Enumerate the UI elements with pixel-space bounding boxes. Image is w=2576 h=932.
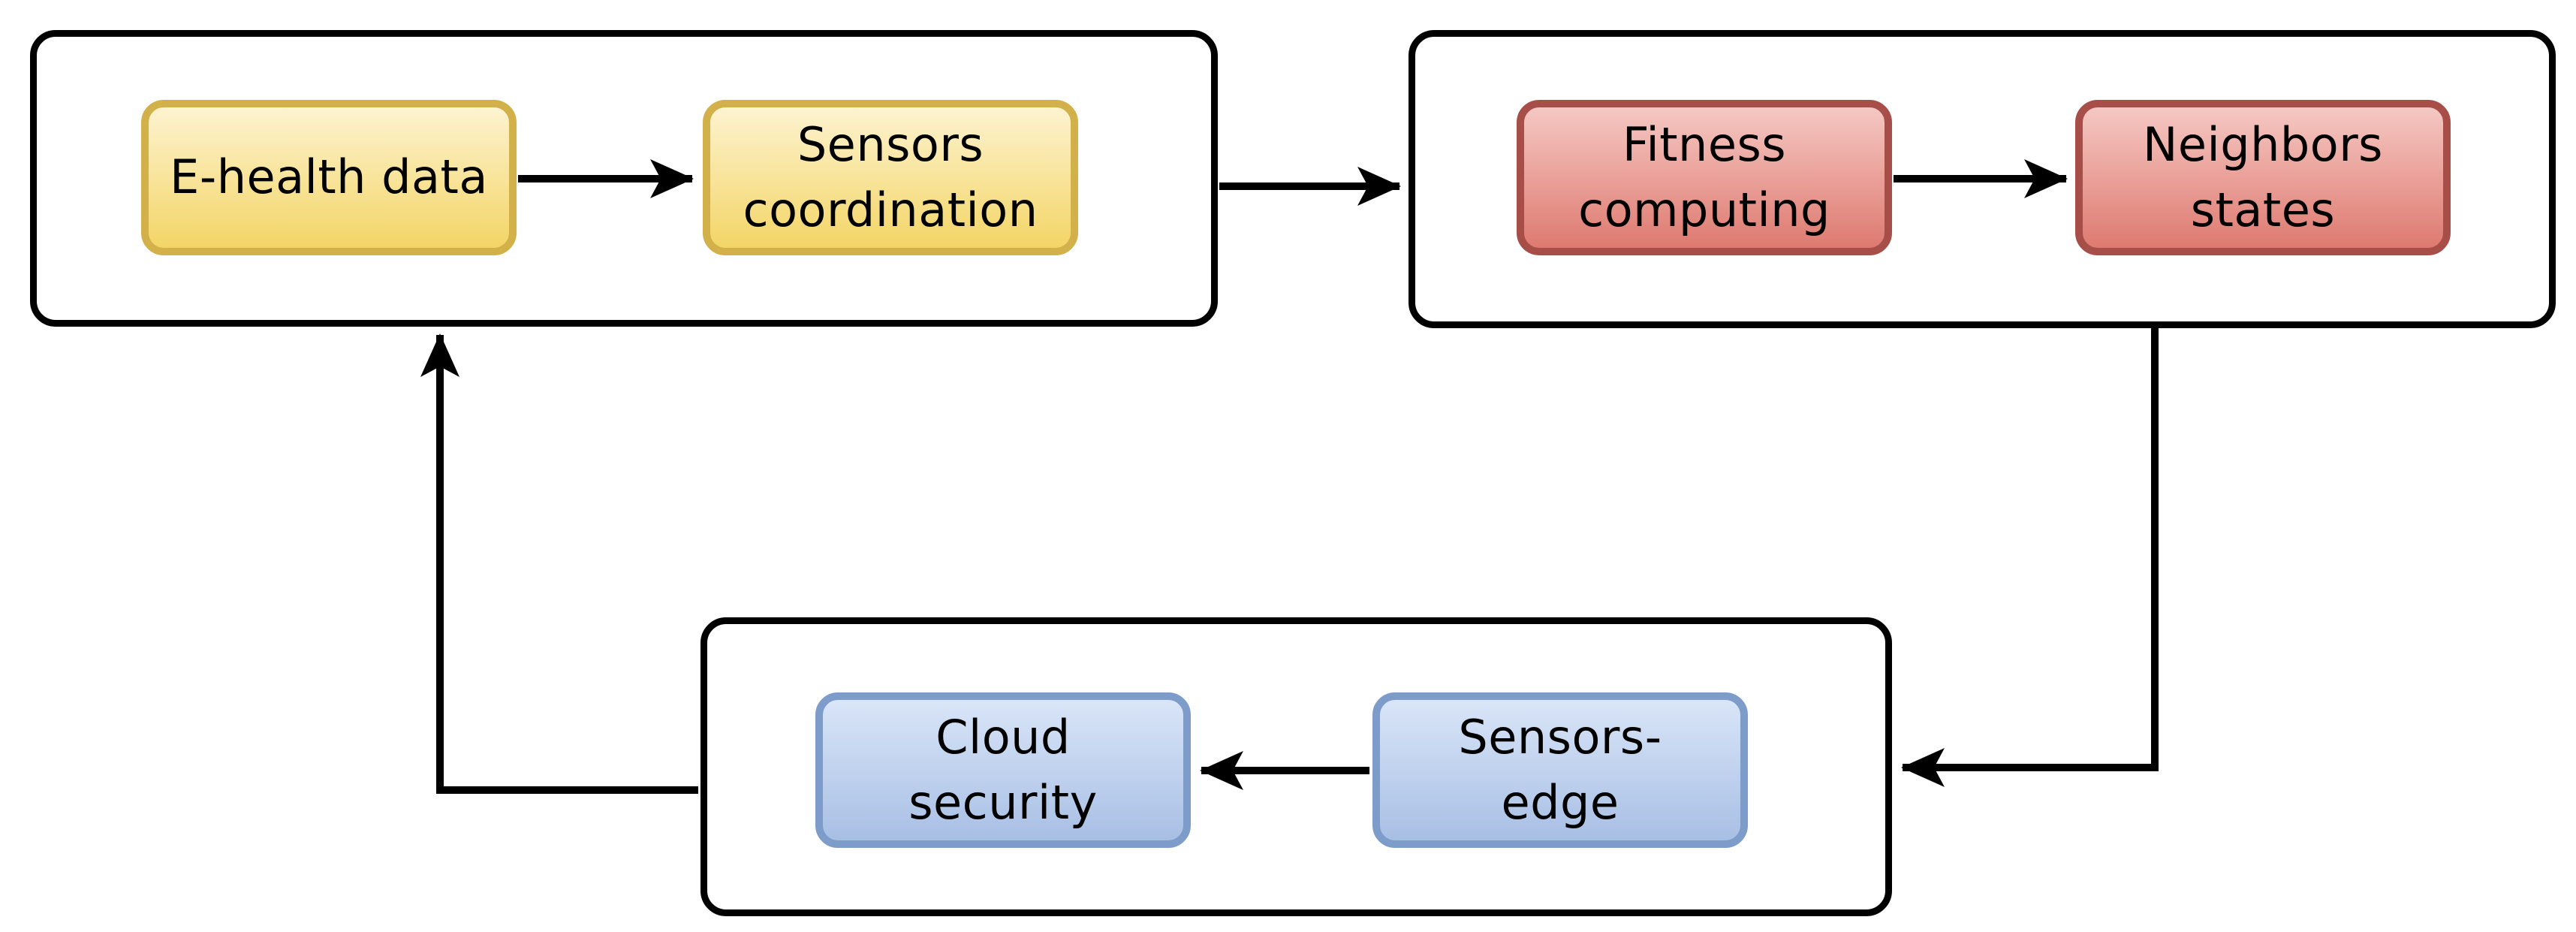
node-fitness-computing: Fitness computing bbox=[1517, 100, 1892, 255]
group-bottom bbox=[700, 617, 1892, 916]
node-sensors-coordination: Sensors coordination bbox=[703, 100, 1078, 255]
node-sensors-coordination-label: Sensors coordination bbox=[743, 116, 1038, 237]
node-sensors-edge-label: Sensors- edge bbox=[1458, 709, 1662, 830]
edge-topright-group-to-bottom-group bbox=[1901, 328, 2159, 787]
node-neighbors-states: Neighbors states bbox=[2075, 100, 2451, 255]
node-neighbors-states-label: Neighbors states bbox=[2143, 116, 2383, 237]
node-cloud-security: Cloud security bbox=[815, 692, 1191, 848]
group-top-left bbox=[30, 30, 1218, 327]
group-top-right bbox=[1409, 30, 2556, 328]
node-cloud-security-label: Cloud security bbox=[908, 709, 1098, 830]
node-e-health-data: E-health data bbox=[141, 100, 517, 255]
edge-bottom-group-to-topleft-group bbox=[420, 333, 698, 794]
node-e-health-data-label: E-health data bbox=[170, 149, 488, 205]
node-fitness-computing-label: Fitness computing bbox=[1578, 116, 1830, 237]
node-sensors-edge: Sensors- edge bbox=[1372, 692, 1748, 848]
